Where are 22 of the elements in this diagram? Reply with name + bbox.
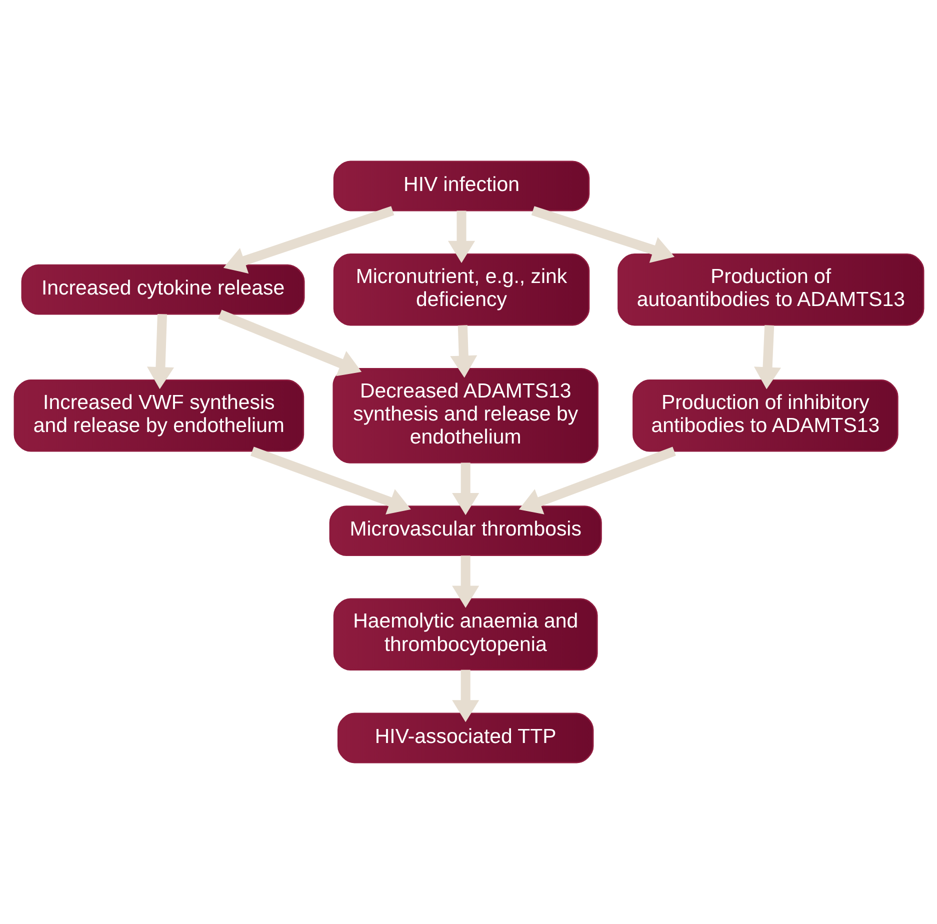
node-box: Micronutrient, e.g., zink deficiency <box>332 253 590 326</box>
node-box: Increased cytokine release <box>20 264 304 315</box>
node-box: HIV-associated TTP <box>336 712 594 764</box>
node-box: Decreased ADAMTS13 synthesis and release by endothelium <box>332 368 598 464</box>
node-box: Microvascular thrombosis <box>328 506 602 556</box>
arrow <box>250 446 410 515</box>
node-box: Production of autoantibodies to ADAMTS13 <box>617 253 924 326</box>
arrow <box>530 206 674 263</box>
arrow <box>452 462 479 516</box>
node-box: Haemolytic anaemia and thrombocytopenia <box>332 598 598 671</box>
arrow <box>452 556 479 608</box>
node-box: Increased VWF synthesis and release by endothelium <box>13 380 304 452</box>
arrow <box>218 310 362 376</box>
arrow <box>447 210 475 263</box>
arrow <box>222 206 394 274</box>
arrow <box>450 325 477 378</box>
arrow <box>754 325 781 390</box>
node-box: HIV infection <box>332 160 590 212</box>
arrow <box>452 670 479 722</box>
arrow <box>518 446 676 514</box>
node-box: Production of inhibitory antibodies to ADAMTS13 <box>632 380 898 452</box>
arrow <box>146 314 174 390</box>
